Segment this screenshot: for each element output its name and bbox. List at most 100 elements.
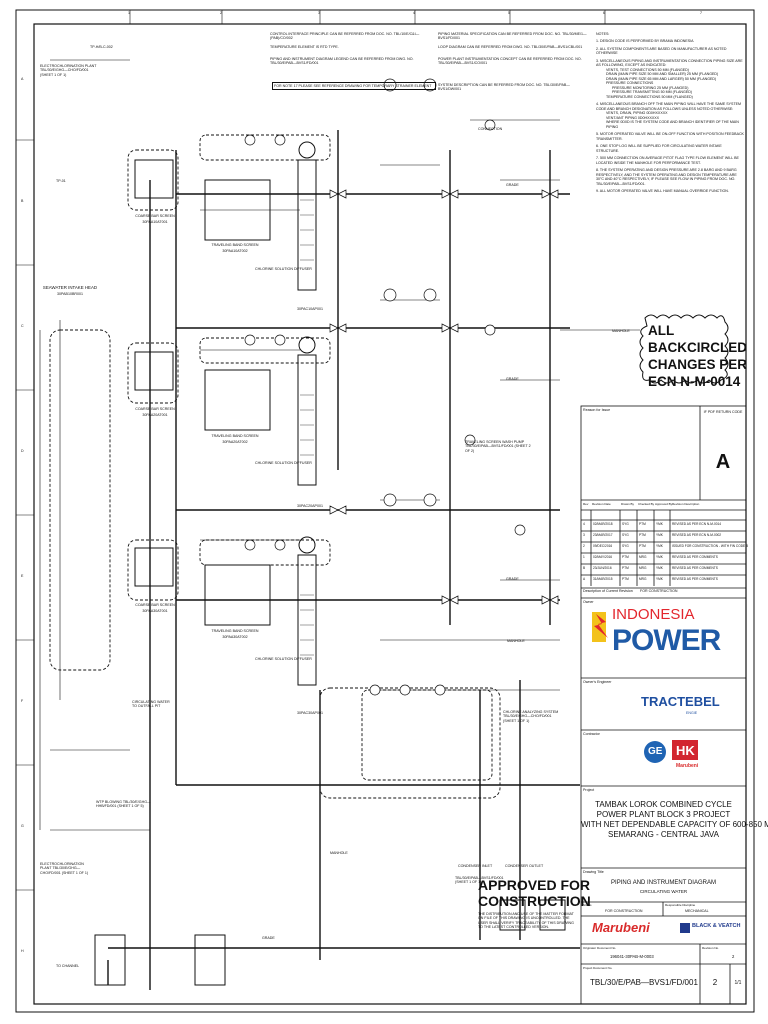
revision-cell: YMK [656, 533, 663, 537]
ref-chlor-bottom: ELECTROCHLORINATION PLANT TBL/30/E/GHG—C… [40, 862, 89, 875]
indonesia-power-logo-mark [592, 612, 608, 642]
grid-row-b: B [21, 199, 24, 203]
pump-tag: 30PAC10AP001 [297, 307, 323, 311]
status-label: Status [583, 903, 592, 907]
instrument-bubbles [244, 78, 526, 696]
connection-label: CONNECTION [478, 127, 503, 131]
revision-cell: SYG [622, 533, 629, 537]
revision-cell: PTM [622, 555, 629, 559]
revision-cell: 09/DEC/2016 [593, 544, 613, 548]
revision-cell: A [583, 577, 586, 581]
revision-cell: PTM [622, 577, 629, 581]
note-item: 2. ALL SYSTEM COMPONENTS ARE BASED ON MA… [596, 46, 727, 56]
approved-desc: THE DISTRIBUTION AND USE OF THE MATTER F… [478, 912, 574, 930]
drawing-title: PIPING AND INSTRUMENT DIAGRAM [611, 880, 716, 886]
top-note-10: CONTROL INTERFACE PRINCIPLE CAN BE REFER… [270, 32, 420, 41]
drawing-title-label: Drawing Title [583, 870, 604, 874]
bottom-ref: TBL/30/E/PAB—BVS1/FD/001 (SHEET 1 OF 1) [455, 876, 504, 885]
grid-row-g: G [21, 824, 24, 828]
bv-logo: BLACK & VEATCH [692, 923, 741, 929]
engineer-name: TRACTEBEL [641, 694, 720, 709]
coarse-screen-tag: 30PAA20AT001 [142, 413, 168, 417]
contractor-label: Contractor [583, 732, 600, 736]
revision-cell: ISSUED FOR CONSTRUCTION - WITH FIN CODE … [672, 544, 749, 548]
revision-cell: 4 [583, 522, 585, 526]
rev-header-checked: Checked By [638, 502, 655, 506]
owner-logo-line-2: POWER [612, 624, 721, 657]
grid-row-h: H [21, 949, 24, 953]
project-line: SEMARANG - CENTRAL JAVA [608, 830, 719, 839]
note-item: 5. MOTOR OPERATED VALVE WILL BE ON-OFF F… [596, 132, 744, 141]
revision-cell: 23/MAR/2017 [593, 533, 613, 537]
band-screen-tag: 30PAA20AT002 [222, 440, 248, 444]
rev-header-approved: Approved By [655, 502, 673, 506]
revision-cell: YMK [656, 522, 663, 526]
chlorine-diffuser-label: CHLORINE SOLUTION DIFFUSER [255, 461, 312, 465]
condenser-outlet-label: CONDENSER OUTLET [505, 864, 544, 868]
band-screen-label: TRAVELING BAND SCREEN [211, 243, 259, 247]
sheet-no: 1/1 [734, 980, 742, 986]
top-note-15: POWER PLANT INSTRUMENTATION CONCEPT CAN … [438, 57, 582, 66]
revision-cell: PTM [639, 533, 646, 537]
coarse-screen-label: COARSE BAR SCREEN [135, 214, 175, 218]
revision-cell: 23/JUN/2016 [593, 566, 612, 570]
chlorine-diffuser-label: CHLORINE SOLUTION DIFFUSER [255, 267, 312, 271]
grade-label: GRADE [506, 377, 519, 381]
coarse-screen-tag: 30PAA10AT001 [142, 220, 168, 224]
orig-doc: 196041-30PAB-M-0003 [610, 954, 654, 959]
note-item: DRAIN (MAIN PIPE SIZE 65 MM AND LARGER) … [606, 76, 717, 81]
notes-block: NOTES: 1. DESIGN CODE IS PERFORMED BY BR… [596, 32, 744, 194]
seawater-intake-label: SEAWATER INTAKE HEAD [42, 285, 98, 290]
condenser-inlet-label: CONDENSER INLET [458, 864, 493, 868]
note-item: PRESSURE CONNECTIONS [606, 81, 654, 86]
grid-col-3: 3 [318, 11, 320, 15]
wash-pump-ref: TRAVELING SCREEN WASH PUMP TBL/30/E/PAB—… [465, 440, 531, 453]
grid-row-c: C [21, 324, 24, 328]
marubeni-logo: Marubeni [592, 920, 650, 935]
revision-cell: YMK [656, 544, 663, 548]
revision-cell: 02/MAR/2018 [593, 522, 613, 526]
note-item: PRESSURE MONITORING 25 MM (FLANGED) [612, 85, 689, 90]
grade-label: GRADE [262, 936, 275, 940]
note-item: PRESSURE TRANSMITTING 50 MM (FLANGED) [612, 90, 693, 95]
coarse-screen-tag: 30PAA30AT001 [142, 609, 168, 613]
revision-cell: PTM [639, 522, 646, 526]
return-code: A [715, 451, 731, 473]
ecn-line-2: CHANGES PER [648, 357, 748, 372]
owner-label: Owner [583, 600, 594, 604]
package-boundaries [49, 134, 501, 799]
approved-stamp: APPROVED FOR CONSTRUCTION [478, 877, 591, 909]
band-screen-label: TRAVELING BAND SCREEN [211, 434, 259, 438]
contractor-logos [644, 740, 698, 763]
revision-cell: YMK [656, 566, 663, 570]
bv-logo-mark [680, 923, 690, 933]
grade-label: GRADE [506, 577, 519, 581]
revision-cell: REVISED AS PER COMMENTS [672, 555, 718, 559]
grid-row-d: D [21, 449, 24, 453]
ecn-stamp: ALL BACKCIRCLED CHANGES PER ECN N-M-0014 [648, 322, 768, 390]
top-note-12b: FOR NOTE 17 PLEASE SEE REFERENCE DRAWING… [272, 82, 436, 91]
top-note-14: LOOP DIAGRAM CAN BE REFERRED FROM DWG. N… [438, 45, 583, 49]
project-line: POWER PLANT BLOCK 3 PROJECT [596, 810, 731, 819]
notes-heading: NOTES: [596, 32, 610, 36]
note-item: 4. MISCELLANEOUS BRANCH OFF THE MAIN PIP… [596, 102, 742, 111]
revision-cell: REVISED AS PER ECN N-M-0014 [672, 522, 722, 526]
revision-cell: REVISED AS PER COMMENTS [672, 577, 718, 581]
note-item: VENTS, TEST CONNECTIONS 50 MM (FLANGED) [606, 67, 689, 72]
grid-row-f: F [21, 699, 24, 703]
discipline-label: Responsible Discipline [665, 903, 696, 907]
grid-row-a: A [21, 77, 24, 81]
revision-cell: PTM [639, 544, 646, 548]
revision-cell: 3 [583, 533, 585, 537]
ge-logo: GE [648, 746, 663, 757]
manhole-label: MANHOLE [330, 851, 348, 855]
pump-tag: 30PAC30AP001 [297, 711, 323, 715]
top-note-13: PIPING MATERIAL SPECIFICATION CAN BE REF… [438, 32, 587, 41]
return-code-label: IF PDF RETURN CODE [703, 410, 743, 414]
note-item: VENTS, DRAIN, PIPING 0D0HXXXXX [606, 111, 668, 116]
top-note-12: PIPING AND INSTRUMENT DIAGRAM LEGEND CAN… [270, 57, 414, 66]
ref-tag-top: TP-H/B-C-002 [90, 45, 113, 49]
orig-doc-label: Originator Document No. [583, 946, 617, 950]
project-doc-label: Project Document No. [583, 966, 613, 970]
band-screen-tag: 30PAA10AT002 [222, 249, 248, 253]
